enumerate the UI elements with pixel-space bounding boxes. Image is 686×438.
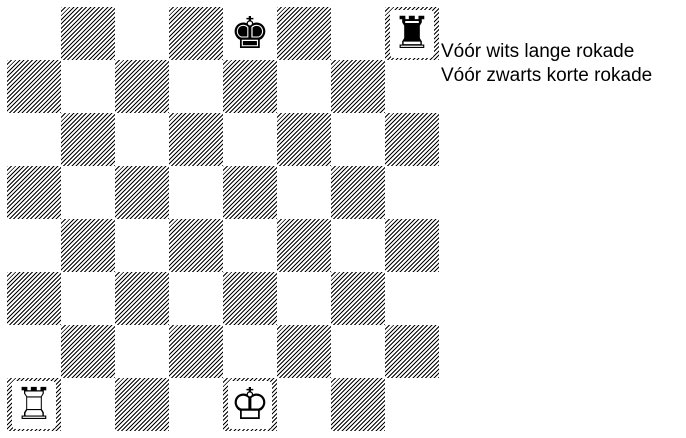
white-rook-glyph: ♖ bbox=[12, 381, 55, 429]
square-e7 bbox=[223, 60, 277, 113]
square-f7 bbox=[277, 60, 331, 113]
square-d4 bbox=[169, 219, 223, 272]
square-d1 bbox=[169, 378, 223, 431]
square-g1 bbox=[331, 378, 385, 431]
square-f2 bbox=[277, 325, 331, 378]
square-c4 bbox=[115, 219, 169, 272]
square-h4 bbox=[385, 219, 439, 272]
square-c8 bbox=[115, 7, 169, 60]
square-c5 bbox=[115, 166, 169, 219]
square-c2 bbox=[115, 325, 169, 378]
square-a6 bbox=[7, 113, 61, 166]
black-king-glyph: ♚ bbox=[228, 10, 271, 58]
square-e6 bbox=[223, 113, 277, 166]
square-g7 bbox=[331, 60, 385, 113]
black-rook-glyph: ♜ bbox=[390, 10, 433, 58]
black-rook-icon: ♜ bbox=[385, 7, 439, 60]
square-g4 bbox=[331, 219, 385, 272]
square-b3 bbox=[61, 272, 115, 325]
white-king-glyph: ♔ bbox=[228, 381, 271, 429]
square-g5 bbox=[331, 166, 385, 219]
square-b5 bbox=[61, 166, 115, 219]
square-h5 bbox=[385, 166, 439, 219]
square-a2 bbox=[7, 325, 61, 378]
square-e5 bbox=[223, 166, 277, 219]
square-b1 bbox=[61, 378, 115, 431]
square-g8 bbox=[331, 7, 385, 60]
square-h2 bbox=[385, 325, 439, 378]
square-c6 bbox=[115, 113, 169, 166]
white-king-icon: ♔ bbox=[223, 378, 277, 431]
square-f5 bbox=[277, 166, 331, 219]
square-c1 bbox=[115, 378, 169, 431]
square-b6 bbox=[61, 113, 115, 166]
square-c7 bbox=[115, 60, 169, 113]
square-d2 bbox=[169, 325, 223, 378]
square-f3 bbox=[277, 272, 331, 325]
square-g3 bbox=[331, 272, 385, 325]
square-a3 bbox=[7, 272, 61, 325]
caption-line-white-long-castling: Vóór wits lange rokade bbox=[441, 40, 652, 64]
square-c3 bbox=[115, 272, 169, 325]
caption-line-black-short-castling: Vóór zwarts korte rokade bbox=[441, 64, 652, 88]
square-h7 bbox=[385, 60, 439, 113]
square-a5 bbox=[7, 166, 61, 219]
square-d5 bbox=[169, 166, 223, 219]
square-a4 bbox=[7, 219, 61, 272]
square-b2 bbox=[61, 325, 115, 378]
square-d8 bbox=[169, 7, 223, 60]
square-f4 bbox=[277, 219, 331, 272]
square-a8 bbox=[7, 7, 61, 60]
square-g2 bbox=[331, 325, 385, 378]
chess-board: ♚ ♜ ♖ ♔ bbox=[7, 7, 439, 431]
square-e2 bbox=[223, 325, 277, 378]
square-b4 bbox=[61, 219, 115, 272]
white-rook-icon: ♖ bbox=[7, 378, 61, 431]
square-d6 bbox=[169, 113, 223, 166]
square-a7 bbox=[7, 60, 61, 113]
square-f8 bbox=[277, 7, 331, 60]
square-f6 bbox=[277, 113, 331, 166]
square-f1 bbox=[277, 378, 331, 431]
square-b8 bbox=[61, 7, 115, 60]
square-b7 bbox=[61, 60, 115, 113]
diagram-caption: Vóór wits lange rokade Vóór zwarts korte… bbox=[441, 40, 652, 88]
square-h6 bbox=[385, 113, 439, 166]
square-d3 bbox=[169, 272, 223, 325]
square-h1 bbox=[385, 378, 439, 431]
square-d7 bbox=[169, 60, 223, 113]
square-e4 bbox=[223, 219, 277, 272]
square-h3 bbox=[385, 272, 439, 325]
square-e3 bbox=[223, 272, 277, 325]
black-king-icon: ♚ bbox=[223, 7, 277, 60]
square-g6 bbox=[331, 113, 385, 166]
